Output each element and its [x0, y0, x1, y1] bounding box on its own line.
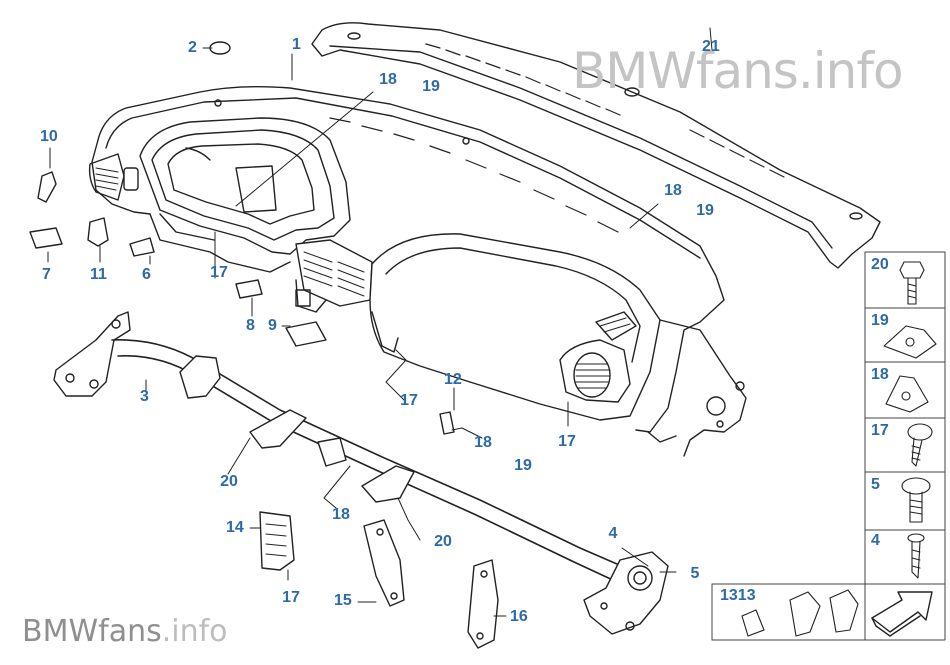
- callout-12[interactable]: 12: [444, 371, 462, 388]
- cross-car-beam: [53, 311, 669, 635]
- callout-21[interactable]: 21: [702, 38, 720, 55]
- leader-lines: [47, 27, 713, 617]
- side-panel-label-18[interactable]: 18: [871, 366, 889, 383]
- brace-16: [467, 559, 499, 649]
- callout-19-right[interactable]: 19: [696, 202, 714, 219]
- bracket-14: [259, 511, 295, 571]
- callout-1[interactable]: 1: [292, 36, 301, 53]
- callout-19-top[interactable]: 19: [422, 78, 440, 95]
- watermark-bottom-suffix: .info: [161, 614, 228, 649]
- side-panel-label-5[interactable]: 5: [871, 476, 880, 493]
- callout-18-lower[interactable]: 18: [332, 506, 350, 523]
- callout-14[interactable]: 14: [226, 519, 244, 536]
- side-panel-label-17[interactable]: 17: [871, 422, 889, 439]
- callout-15[interactable]: 15: [334, 592, 352, 609]
- side-panel-label-1313[interactable]: 1313: [720, 587, 756, 604]
- callout-20-center[interactable]: 20: [434, 533, 452, 550]
- callout-5-beam[interactable]: 5: [690, 565, 700, 582]
- callout-4-beam[interactable]: 4: [608, 525, 618, 542]
- callout-17-bottom[interactable]: 17: [282, 589, 300, 606]
- callout-18-top[interactable]: 18: [379, 71, 397, 88]
- callout-16[interactable]: 16: [510, 608, 528, 625]
- callout-20-left[interactable]: 20: [220, 473, 238, 490]
- small-parts-left: [29, 41, 455, 435]
- callout-6[interactable]: 6: [142, 266, 151, 283]
- callout-17-cluster[interactable]: 17: [210, 264, 228, 281]
- callout-10[interactable]: 10: [40, 128, 58, 145]
- callout-11[interactable]: 11: [90, 266, 107, 283]
- brace-15: [363, 519, 405, 607]
- side-panel-label-19[interactable]: 19: [871, 312, 889, 329]
- callout-2[interactable]: 2: [188, 39, 197, 56]
- watermark-top: BMWfans.info: [572, 42, 904, 100]
- watermark-bottom-main: BMWfans: [22, 614, 162, 649]
- dashboard-body: [88, 85, 747, 457]
- side-panel-parts: [741, 261, 937, 637]
- callout-18-center[interactable]: 18: [474, 434, 492, 451]
- callout-17-glovebox[interactable]: 17: [558, 433, 576, 450]
- dash-cover-strip: [311, 22, 881, 269]
- callout-7[interactable]: 7: [42, 266, 51, 283]
- callout-17-center[interactable]: 17: [400, 392, 418, 409]
- callout-18-right[interactable]: 18: [664, 182, 682, 199]
- callout-9[interactable]: 9: [268, 317, 277, 334]
- callout-19-center[interactable]: 19: [514, 457, 532, 474]
- side-panel-frame: [711, 251, 946, 641]
- side-panel-label-20[interactable]: 20: [871, 256, 889, 273]
- watermark-bottom: BMWfans.info: [22, 614, 228, 649]
- callout-3[interactable]: 3: [140, 388, 149, 405]
- side-panel-label-4[interactable]: 4: [871, 532, 880, 549]
- callout-8[interactable]: 8: [246, 317, 255, 334]
